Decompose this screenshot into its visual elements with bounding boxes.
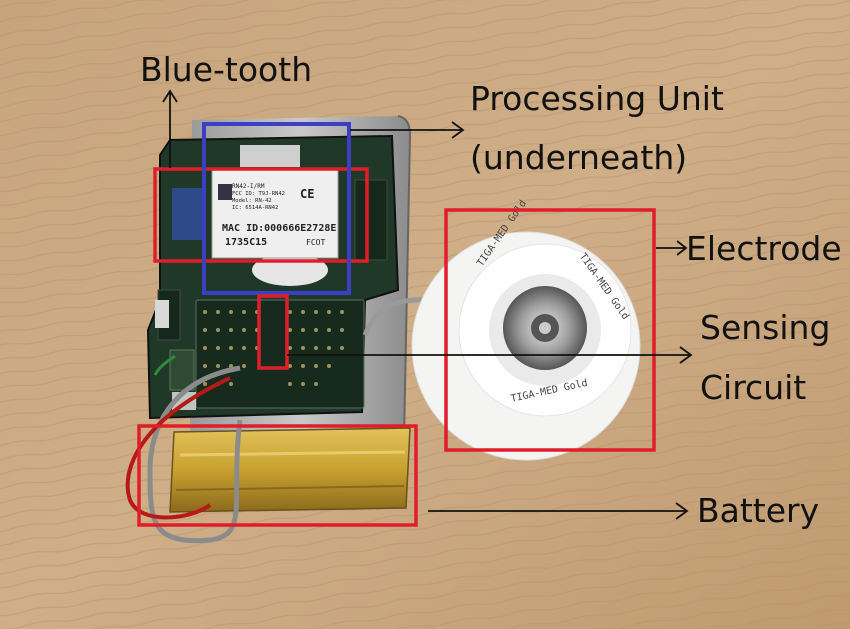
sensing-arrow-head [679, 346, 693, 364]
module-ic-text: IC: 6514A-RN42 [232, 205, 279, 211]
battery-label: Battery [697, 491, 820, 530]
electrode-pad [411, 231, 641, 461]
bluetooth-module [211, 167, 339, 259]
battery-highlight-box [137, 424, 418, 527]
electrode-label: Electrode [686, 229, 842, 268]
antenna-chip [172, 188, 202, 240]
switch [155, 300, 169, 328]
sensing-label: Sensing [700, 308, 831, 347]
sensing-circuit-highlight-box [257, 294, 289, 370]
module-mac-text: MAC ID:000666E2728E [222, 223, 337, 234]
bluetooth-label: Blue-tooth [140, 50, 313, 89]
bluetooth-arrow-head [162, 89, 178, 103]
module-fcc-text: FCC ID: T9J-RN42 [232, 191, 285, 197]
module-model2-text: Model: RN-42 [232, 198, 272, 204]
processing-unit-highlight-box [202, 122, 351, 295]
electrode-highlight-box [444, 208, 656, 452]
module-fcot-text: FCOT [306, 238, 326, 247]
processing-unit-label: Processing Unit [470, 79, 724, 118]
circuit-label: Circuit [700, 368, 807, 407]
module-lot-text: 1735C15 [225, 237, 268, 248]
module-model-text: RN42-I/RM [232, 183, 265, 190]
electrode-arrow-head [676, 240, 688, 256]
battery-pack [169, 427, 411, 513]
module-ce-mark: CE [300, 187, 315, 201]
processing-unit-sublabel: (underneath) [470, 138, 688, 177]
processing-arrow-head [451, 121, 465, 139]
battery-arrow-head [675, 502, 689, 520]
bluetooth-highlight-box [153, 167, 369, 263]
